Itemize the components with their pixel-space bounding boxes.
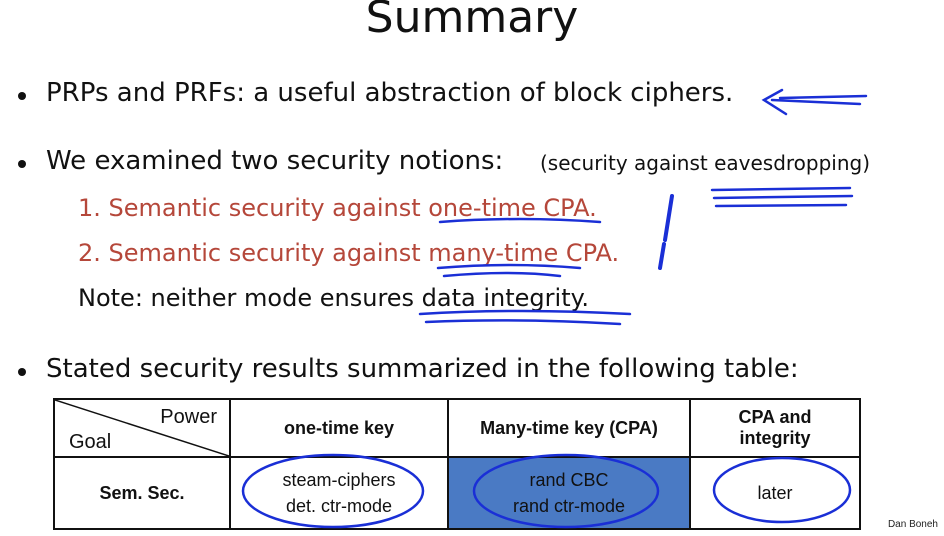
cell-line: rand CBC bbox=[529, 470, 609, 490]
row-label-sem-sec: Sem. Sec. bbox=[53, 456, 231, 530]
integrity-note: Note: neither mode ensures data integrit… bbox=[78, 284, 590, 312]
underline-eavesdropping bbox=[710, 186, 854, 208]
goal-label: Goal bbox=[69, 431, 112, 453]
cell-many-time: rand CBC rand ctr-mode bbox=[447, 456, 691, 530]
bullet-dot bbox=[18, 160, 26, 168]
vertical-mark bbox=[658, 242, 666, 270]
bullet-security-notions: We examined two security notions: bbox=[46, 146, 504, 176]
author-credit: Dan Boneh bbox=[887, 519, 938, 530]
notion-one-time: 1. Semantic security against one-time CP… bbox=[78, 194, 597, 222]
bullet-table-intro: Stated security results summarized in th… bbox=[46, 354, 799, 384]
summary-table: Power Goal one-time key Many-time key (C… bbox=[53, 398, 861, 530]
bullet-dot bbox=[18, 92, 26, 100]
arrow-annotation bbox=[761, 88, 868, 116]
notion-many-time: 2. Semantic security against many-time C… bbox=[78, 239, 620, 267]
vertical-mark bbox=[663, 194, 674, 242]
eavesdropping-note: (security against eavesdropping) bbox=[540, 151, 871, 175]
cell-line: det. ctr-mode bbox=[285, 496, 393, 516]
underline-data-integrity bbox=[418, 309, 632, 326]
header-cpa-integrity: CPA and integrity bbox=[689, 398, 861, 458]
slide-title: Summary bbox=[365, 0, 579, 43]
cell-one-time: steam-ciphers det. ctr-mode bbox=[229, 456, 449, 530]
bullet-prps-prfs: PRPs and PRFs: a useful abstraction of b… bbox=[46, 78, 734, 108]
header-many-time-key: Many-time key (CPA) bbox=[447, 398, 691, 458]
cell-cpa-integrity: later bbox=[689, 456, 861, 530]
cell-line: later bbox=[757, 483, 793, 503]
bullet-dot bbox=[18, 368, 26, 376]
cell-line: rand ctr-mode bbox=[512, 496, 626, 516]
header-one-time-key: one-time key bbox=[229, 398, 449, 458]
corner-header: Power Goal bbox=[53, 398, 231, 458]
diagonal-line bbox=[55, 400, 229, 456]
cell-line: steam-ciphers bbox=[282, 470, 396, 490]
power-label: Power bbox=[160, 406, 217, 428]
